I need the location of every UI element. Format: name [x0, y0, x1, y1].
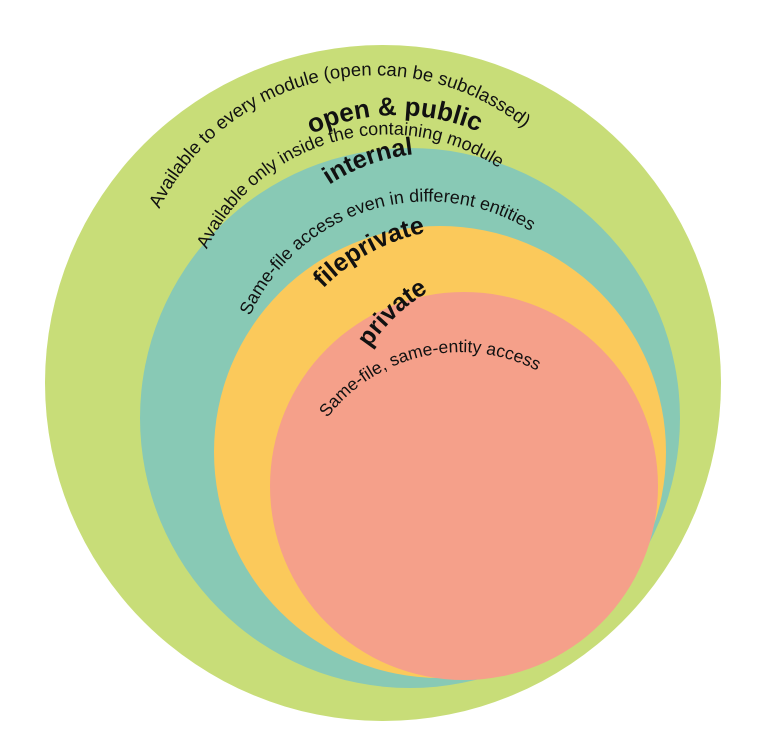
ring-private — [270, 292, 658, 680]
